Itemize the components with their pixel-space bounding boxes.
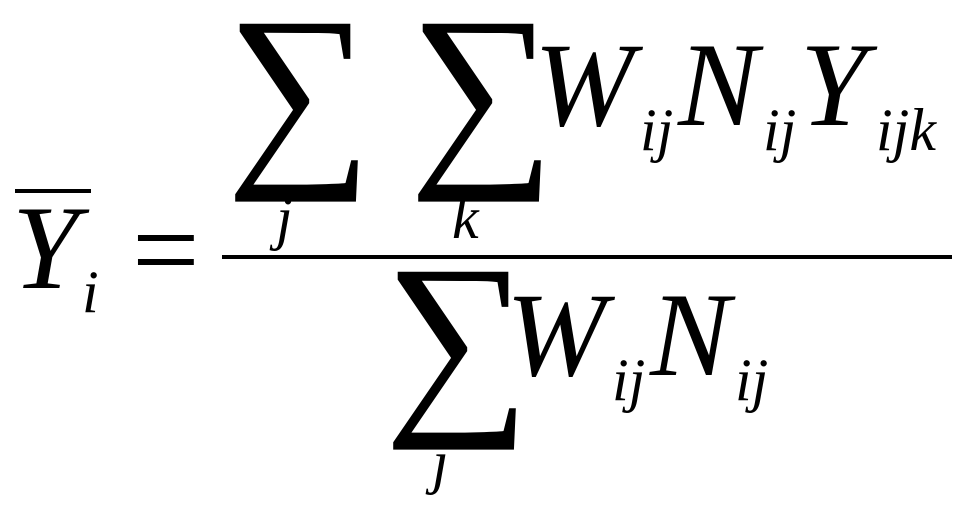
- denominator-weight-subscript: ij: [612, 347, 645, 413]
- denominator-count-subscript: ij: [735, 347, 768, 413]
- lhs-symbol: Y: [12, 181, 90, 314]
- equals-sign: =: [132, 183, 200, 316]
- weight-subscript: ij: [640, 97, 673, 163]
- sum-index-k: k: [452, 185, 480, 251]
- weight-symbol: W: [534, 18, 644, 151]
- sum-symbol-j: ∑: [226, 0, 372, 203]
- sum-symbol-k: ∑: [409, 0, 555, 203]
- value-symbol: Y: [800, 18, 878, 151]
- value-subscript: ijk: [876, 97, 937, 163]
- fraction-line: [222, 255, 952, 259]
- denominator-count-symbol: N: [649, 268, 736, 401]
- denominator-sum-symbol: ∑: [384, 224, 530, 451]
- count-symbol: N: [677, 18, 764, 151]
- mean-bar: [15, 189, 91, 193]
- denominator-weight-symbol: W: [506, 268, 616, 401]
- count-subscript: ij: [763, 97, 796, 163]
- lhs-subscript: i: [82, 259, 99, 325]
